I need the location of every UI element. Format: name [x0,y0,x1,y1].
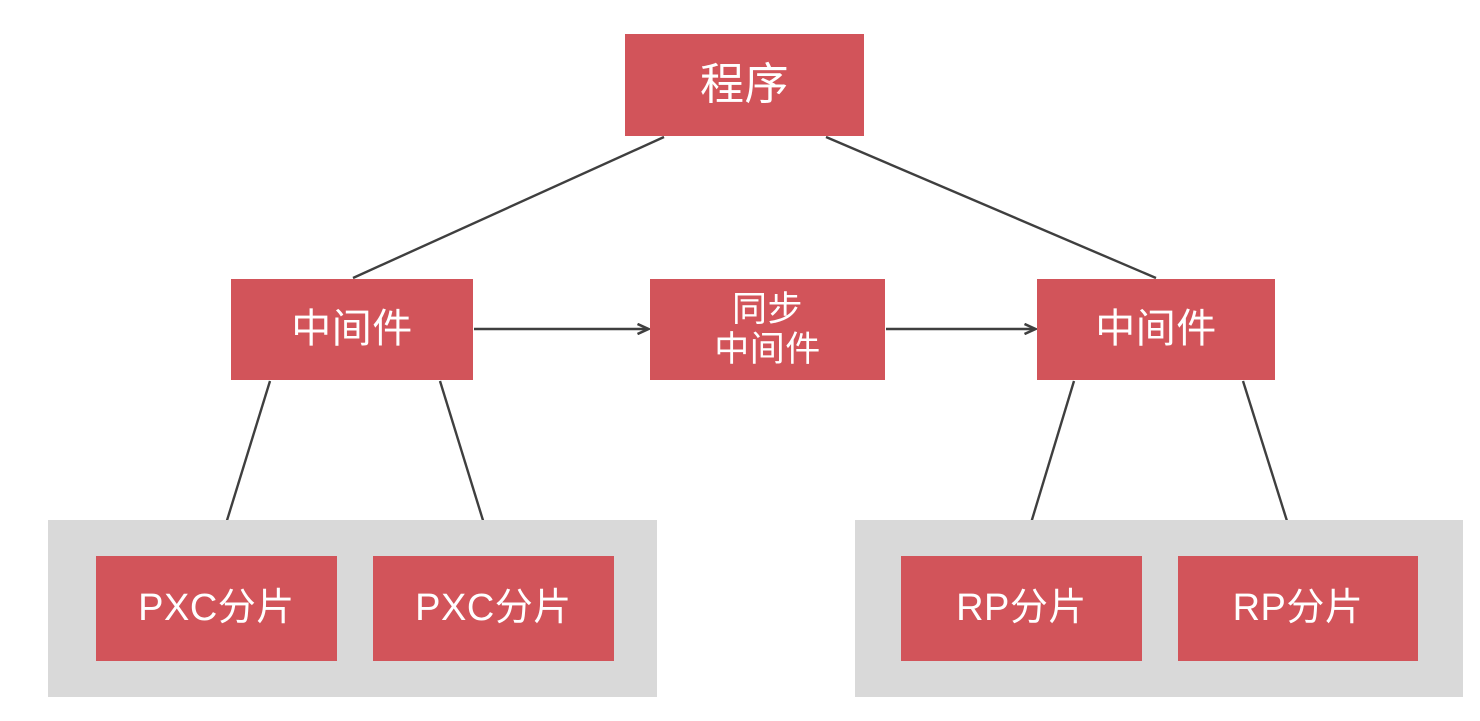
node-sync-middleware-label: 同步 中间件 [714,290,821,369]
edge-program-to-middleware-right [825,135,1157,280]
node-rp-shard-1-label: RP分片 [956,587,1087,630]
node-sync-middleware[interactable]: 同步 中间件 [650,279,885,380]
node-middleware-right-label: 中间件 [1095,307,1217,352]
node-pxc-shard-2[interactable]: PXC分片 [373,556,614,661]
node-middleware-right[interactable]: 中间件 [1037,279,1275,380]
node-rp-shard-1[interactable]: RP分片 [901,556,1142,661]
node-rp-shard-2[interactable]: RP分片 [1178,556,1418,661]
node-pxc-shard-2-label: PXC分片 [415,587,572,630]
node-middleware-left[interactable]: 中间件 [231,279,473,380]
node-program-label: 程序 [700,60,789,110]
edge-program-to-middleware-left [352,135,665,280]
node-middleware-left-label: 中间件 [291,307,413,352]
node-rp-shard-2-label: RP分片 [1232,587,1364,630]
node-pxc-shard-1-label: PXC分片 [138,587,295,630]
node-program[interactable]: 程序 [625,34,864,136]
node-pxc-shard-1[interactable]: PXC分片 [96,556,337,661]
